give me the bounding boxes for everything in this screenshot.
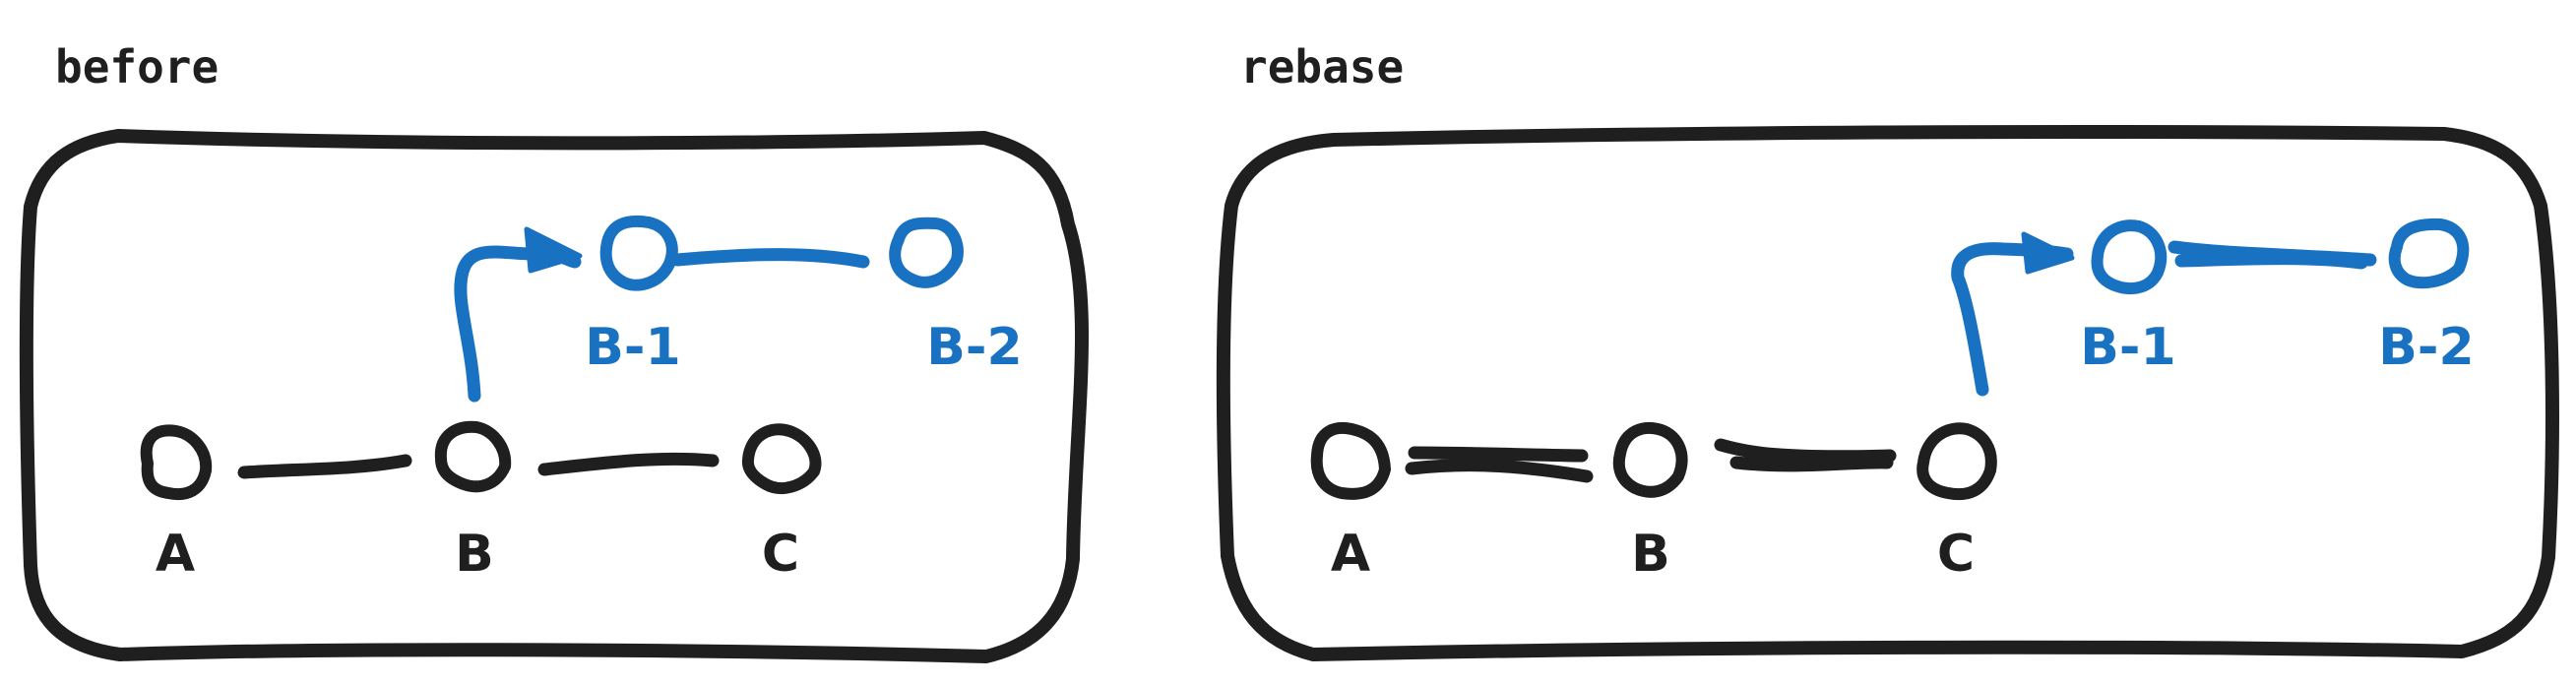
rebase-edge-b-c xyxy=(1714,438,1897,472)
rebase-label-c: C xyxy=(1937,525,1975,584)
rebase-label-a: A xyxy=(1331,525,1370,584)
rebase-label-b1: B-1 xyxy=(2080,318,2175,377)
before-node-b xyxy=(434,420,512,493)
before-edge-b-c xyxy=(537,452,720,476)
before-label-b: B xyxy=(455,525,494,584)
before-panel-frame xyxy=(19,129,1089,663)
before-edge-a-b xyxy=(237,454,412,479)
before-node-b2 xyxy=(889,217,964,288)
rebase-node-b2 xyxy=(2388,218,2470,289)
rebase-node-b1 xyxy=(2091,219,2168,295)
before-node-c xyxy=(741,423,822,494)
before-branch-arrowhead xyxy=(524,226,583,274)
rebase-node-b xyxy=(1612,421,1688,498)
rebase-label-b2: B-2 xyxy=(2378,318,2474,377)
rebase-panel-frame xyxy=(1216,125,2559,661)
rebase-node-c xyxy=(1916,422,1997,501)
rebase-label-b: B xyxy=(1631,525,1670,584)
before-node-a xyxy=(140,424,213,500)
before-label-b1: B-1 xyxy=(585,318,680,377)
before-edge-b1-b2 xyxy=(670,248,870,269)
before-label-b2: B-2 xyxy=(926,318,1022,377)
before-branch-curve xyxy=(454,245,582,403)
rebase-edge-b1-b2 xyxy=(2168,240,2377,270)
before-label-c: C xyxy=(762,525,799,584)
rebase-edge-a-b xyxy=(1405,446,1594,483)
before-label-a: A xyxy=(156,525,195,584)
before-panel-title: before xyxy=(55,40,219,93)
rebase-branch-arrowhead xyxy=(2021,231,2075,275)
before-node-b1 xyxy=(599,215,678,291)
rebase-branch-curve xyxy=(1951,242,2074,397)
rebase-node-a xyxy=(1310,421,1391,500)
rebase-panel-title: rebase xyxy=(1240,40,1404,93)
